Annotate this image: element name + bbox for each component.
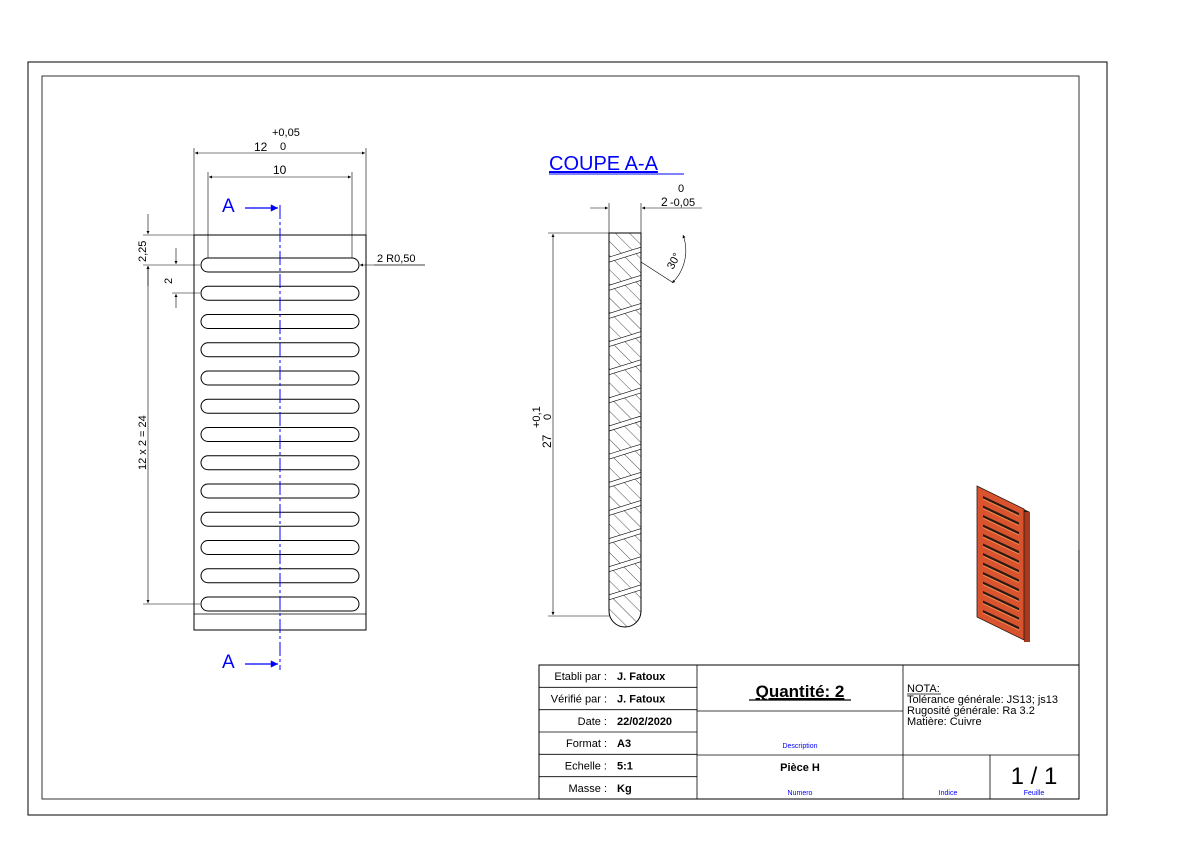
iso-slot (983, 591, 1019, 611)
dim-height-tol-upper: +0,1 (531, 406, 543, 428)
angle-arc (671, 234, 687, 284)
iso-slot (983, 562, 1019, 583)
section-slot-cut (609, 443, 641, 460)
iso-slot-edge (982, 555, 1020, 574)
iso-slot (983, 534, 1019, 554)
dim-width-inner-text: 10 (273, 163, 287, 177)
iso-slot (983, 515, 1019, 535)
dim-thickness-tol-upper: 0 (678, 183, 684, 195)
angle-leader (640, 261, 673, 283)
iso-slot-edge (982, 536, 1020, 555)
dim-height-text: 27 (540, 434, 554, 448)
tb-row-value: 22/02/2020 (617, 716, 672, 728)
tb-part-name: Pièce H (780, 762, 820, 774)
section-slot-cut (609, 584, 641, 601)
iso-slot (983, 553, 1019, 573)
iso-slots (982, 496, 1020, 631)
tb-indice-label: Indice (939, 790, 958, 797)
dim-thickness-text: 2 (661, 195, 668, 209)
tb-row-label: Masse : (568, 783, 607, 795)
dim-pitch-text: 2 (163, 278, 175, 284)
tb-row-value: 5:1 (617, 761, 633, 773)
section-view: COUPE A-A 2 0 -0,05 27 +0,1 0 30° (531, 153, 702, 628)
section-slot-cuts (609, 246, 641, 601)
iso-slot (983, 600, 1019, 621)
dim-pattern-text: 12 x 2 = 24 (137, 415, 149, 470)
iso-slot-edge (982, 546, 1020, 564)
tb-description-label: Description (782, 743, 817, 750)
tb-row-label: Vérifié par : (551, 694, 607, 706)
tb-row-value: Kg (617, 783, 632, 795)
iso-slot-edge (982, 517, 1020, 536)
tb-nota-line-1: Tolérance générale: JS13; js13 (907, 694, 1058, 706)
iso-slot (983, 505, 1019, 526)
tb-nota-line-2: Rugosité générale: Ra 3.2 (907, 705, 1035, 717)
section-label-top: A (222, 196, 235, 217)
plate-outline (193, 234, 367, 631)
tb-row-label: Format : (566, 738, 607, 750)
tb-row-value: J. Fatoux (617, 694, 666, 706)
dim-width-tol-upper: +0,05 (272, 127, 300, 139)
dim-top-offset-text: 2,25 (137, 241, 149, 262)
section-slot-cut (609, 556, 641, 573)
section-hatch (609, 233, 641, 627)
iso-slot (983, 524, 1019, 545)
section-slot-cut (609, 528, 641, 544)
tb-sheet: 1 / 1 (1011, 763, 1058, 790)
iso-slot (983, 610, 1019, 630)
tb-numero-label: Numero (788, 790, 813, 797)
iso-slot-edge (982, 574, 1020, 593)
iso-slot-edge (982, 593, 1020, 612)
iso-side (1024, 512, 1030, 642)
section-slot-cut (609, 331, 641, 347)
section-profile (608, 232, 642, 628)
section-slot-cut (609, 387, 641, 404)
section-label-bottom: A (222, 652, 235, 673)
section-slot-cut (609, 359, 641, 376)
iso-slot-edge (982, 612, 1020, 631)
tb-nota-title: NOTA: (907, 683, 940, 695)
iso-slot-edge (982, 565, 1020, 583)
dim-thickness-tol-lower: -0,05 (670, 197, 695, 209)
section-slot-cut (609, 246, 641, 263)
section-slot-cut (609, 303, 641, 319)
dim-width-total-text: 12 (254, 140, 268, 154)
dim-height-tol-lower: 0 (542, 414, 554, 420)
front-view: A A 12 +0,05 0 10 2,25 2 12 x 2 = 24 (137, 127, 425, 673)
tb-feuille-label: Feuille (1024, 790, 1045, 797)
iso-slot-edge (982, 498, 1020, 517)
iso-slot-edge (982, 508, 1020, 526)
tb-row-label: Echelle : (565, 761, 607, 773)
iso-slot (983, 581, 1019, 602)
section-slot-cut (609, 415, 641, 432)
dim-angle-text: 30° (665, 251, 683, 271)
section-slot-cut (609, 274, 641, 291)
iso-slot (983, 572, 1019, 592)
tb-row-label: Etabli par : (554, 671, 607, 683)
section-slot-cut (609, 471, 641, 488)
iso-slot-edge (982, 527, 1020, 545)
tb-quantity: Quantité: 2 (756, 682, 845, 701)
iso-slot-edge (982, 603, 1020, 621)
dim-width-tol-lower: 0 (280, 141, 286, 153)
sheet-outer-border (27, 61, 1108, 816)
dim-radius-text: 2 R0,50 (377, 253, 416, 265)
tb-nota-line-3: Matière: Cuivre (907, 716, 982, 728)
section-slot-cut (609, 500, 641, 516)
iso-view (976, 485, 1030, 642)
tb-row-value: A3 (617, 738, 631, 750)
iso-slot (983, 496, 1019, 516)
tb-row-label: Date : (578, 716, 607, 728)
iso-slot-edge (982, 584, 1020, 602)
section-title: COUPE A-A (549, 153, 659, 175)
tb-row-value: J. Fatoux (617, 671, 666, 683)
iso-slot (983, 543, 1019, 564)
